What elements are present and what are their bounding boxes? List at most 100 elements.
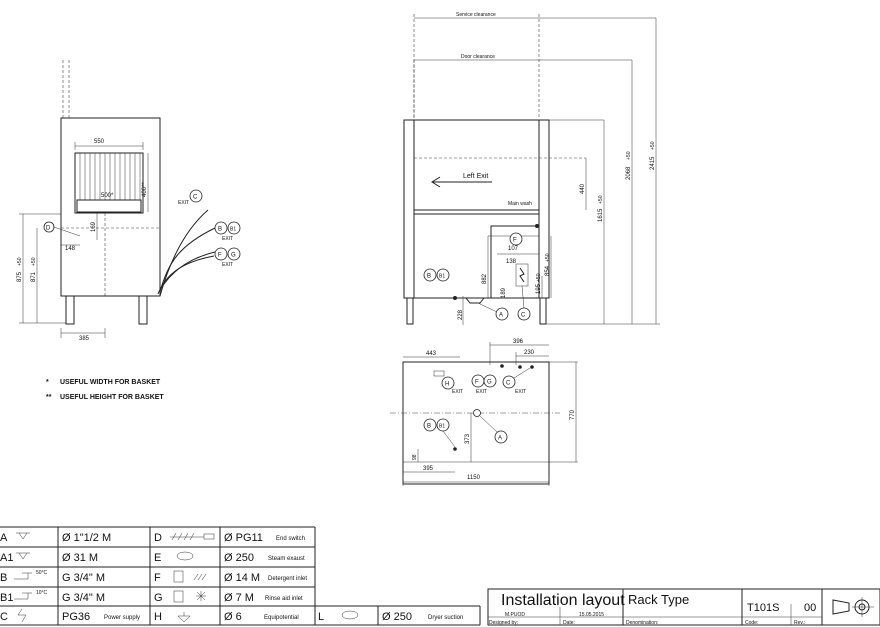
label-dimensions-dim_1615_sup: +50: [598, 195, 604, 204]
label-dimensions-dim_195: 195: [536, 283, 542, 294]
label-dimensions-left_height_1: 875: [17, 271, 23, 282]
label-legend-rows-4-desc: Power supply: [104, 615, 140, 621]
label-labels-A: A: [499, 313, 503, 319]
projection-symbol-icon: [832, 597, 874, 617]
label-legend-rows-0-code: A: [0, 532, 8, 544]
label-dimensions-base_width: 385: [79, 336, 90, 342]
label-legend-rows-1-value: Ø 31 M: [62, 552, 98, 564]
label-title_block-rack_type: Rack Type: [628, 592, 689, 607]
label-legend-extra_code: L: [318, 611, 324, 623]
label-legend-rows-3-value2: Ø 7 M: [224, 592, 254, 604]
label-dimensions-dim_2068_sup: +50: [626, 151, 632, 160]
label-labels-exit: EXIT: [222, 236, 233, 242]
label-labels-H: H: [445, 382, 449, 388]
label-legend-extra_desc: Dryer suction: [428, 615, 463, 621]
side-view: Service clearance Door clearance Left Ex…: [403, 12, 660, 325]
label-labels-exit: EXIT: [452, 389, 463, 395]
tap-icon: [14, 572, 32, 580]
label-labels-exit: EXIT: [222, 262, 233, 268]
label-labels-F: F: [218, 253, 222, 259]
label-title_block-date: 15.05.2015: [579, 612, 604, 618]
label-labels-D: D: [46, 226, 51, 232]
plan-view: 443 396 230 H EXIT F G EXIT C EXIT 770 A: [390, 339, 578, 486]
label-dimensions-basket_height: 400**: [142, 182, 148, 197]
label-dimensions-dim_854: 854: [545, 265, 551, 276]
label-dimensions-dim_882: 882: [482, 273, 488, 284]
label-dimensions-plan_396: 396: [513, 339, 524, 345]
legend-table: A Ø 1"1/2 M D Ø PG11 End switch A1 Ø 31 …: [0, 526, 481, 626]
label-legend-rows-2-sup: 50°C: [36, 570, 48, 576]
equipotential-icon: [177, 612, 191, 623]
label-legend-rows-3-code: B1: [0, 592, 13, 604]
label-dimensions-side_height_b: 148: [65, 246, 76, 252]
label-title_block-title: Installation layout: [501, 592, 625, 609]
label-legend-rows-4-code: C: [0, 611, 8, 623]
power-icon: [17, 608, 27, 623]
label-dimensions-dim_1615: 1615: [598, 208, 604, 222]
label-legend-rows-4-value2: Ø 6: [224, 611, 242, 623]
label-dimensions-plan_395: 395: [423, 466, 434, 472]
label-dimensions-door_clearance: Door clearance: [461, 54, 495, 60]
label-legend-rows-3-code2: G: [154, 592, 163, 604]
label-dimensions-left_height_2_sup: +50: [31, 257, 37, 266]
label-labels-F: F: [513, 238, 517, 244]
label-dimensions-left_height_1_sup: +50: [17, 257, 23, 266]
label-legend-rows-4-value: PG36: [62, 611, 90, 623]
label-labels-C: C: [506, 381, 511, 387]
label-notes-star2: **: [46, 394, 52, 401]
label-notes-useful_width: USEFUL WIDTH FOR BASKET: [60, 379, 161, 386]
label-legend-rows-3-value: G 3/4" M: [62, 592, 105, 604]
label-legend-rows-2-value2: Ø 14 M: [224, 572, 260, 584]
label-legend-rows-1-code2: E: [154, 552, 161, 564]
label-dimensions-plan_373: 373: [465, 433, 471, 444]
label-legend-rows-2-code: B: [0, 572, 7, 584]
label-dimensions-plan_98: 98: [412, 454, 418, 460]
label-labels-exit: EXIT: [476, 389, 487, 395]
tap-icon: [14, 592, 32, 600]
label-legend-rows-1-value2: Ø 250: [224, 552, 254, 564]
label-legend-rows-0-code2: D: [154, 532, 162, 544]
label-labels-exit: EXIT: [178, 200, 189, 206]
dryer-icon: [341, 610, 359, 620]
label-legend-rows-0-value2: Ø PG11: [224, 532, 263, 544]
plan-body: [402, 361, 550, 485]
label-dimensions-dim_195_sup: +50: [536, 273, 542, 282]
label-labels-B: B: [218, 227, 222, 233]
label-legend-rows-1-code: A1: [0, 552, 13, 564]
label-labels-B1: B1: [439, 274, 445, 280]
detergent-icon: [173, 570, 184, 583]
steam-icon: [176, 551, 194, 561]
label-legend-rows-0-desc2: End switch: [276, 536, 305, 542]
label-dimensions-plan_1150: 1150: [467, 475, 481, 481]
sparkle-icon: [196, 591, 206, 601]
drain-icon: [16, 552, 30, 560]
notes: * USEFUL WIDTH FOR BASKET ** USEFUL HEIG…: [46, 379, 164, 401]
label-legend-rows-2-value: G 3/4" M: [62, 572, 105, 584]
label-dimensions-plan_770: 770: [570, 409, 576, 420]
label-labels-A: A: [498, 436, 502, 442]
drain-icon: [16, 532, 30, 540]
front-body: [60, 117, 161, 297]
label-title_block-designed_by_label: Designed by:: [489, 620, 518, 626]
label-legend-rows-3-desc2: Rinse aid inlet: [265, 596, 303, 602]
label-notes-useful_height: USEFUL HEIGHT FOR BASKET: [60, 394, 164, 401]
label-legend-rows-1-desc2: Steam exaust: [268, 556, 305, 562]
rinse-aid-icon: [173, 590, 184, 603]
label-dimensions-dim_854_sup: +50: [545, 253, 551, 262]
label-dimensions-dim_440: 440: [580, 183, 586, 194]
label-dimensions-dim_2068: 2068: [626, 166, 632, 180]
label-legend-rows-4-desc2: Equipotential: [264, 615, 299, 621]
label-title_block-revision: 00: [804, 602, 816, 614]
label-dimensions-front_width: 550: [94, 139, 105, 145]
label-dimensions-left_exit: Left Exit: [463, 173, 488, 180]
label-labels-C: C: [193, 195, 198, 201]
label-dimensions-dim_107: 107: [508, 246, 519, 252]
label-dimensions-left_height_2: 871: [31, 271, 37, 282]
title-block: Installation layout Rack Type T101S 00 D…: [487, 588, 880, 626]
label-dimensions-dim_138: 138: [506, 259, 517, 265]
label-legend-rows-2-desc2: Detergent inlet: [268, 576, 307, 582]
label-dimensions-dim_2415: 2415: [650, 156, 656, 170]
label-labels-C: C: [521, 313, 526, 319]
label-dimensions-dim_228: 228: [458, 309, 464, 320]
